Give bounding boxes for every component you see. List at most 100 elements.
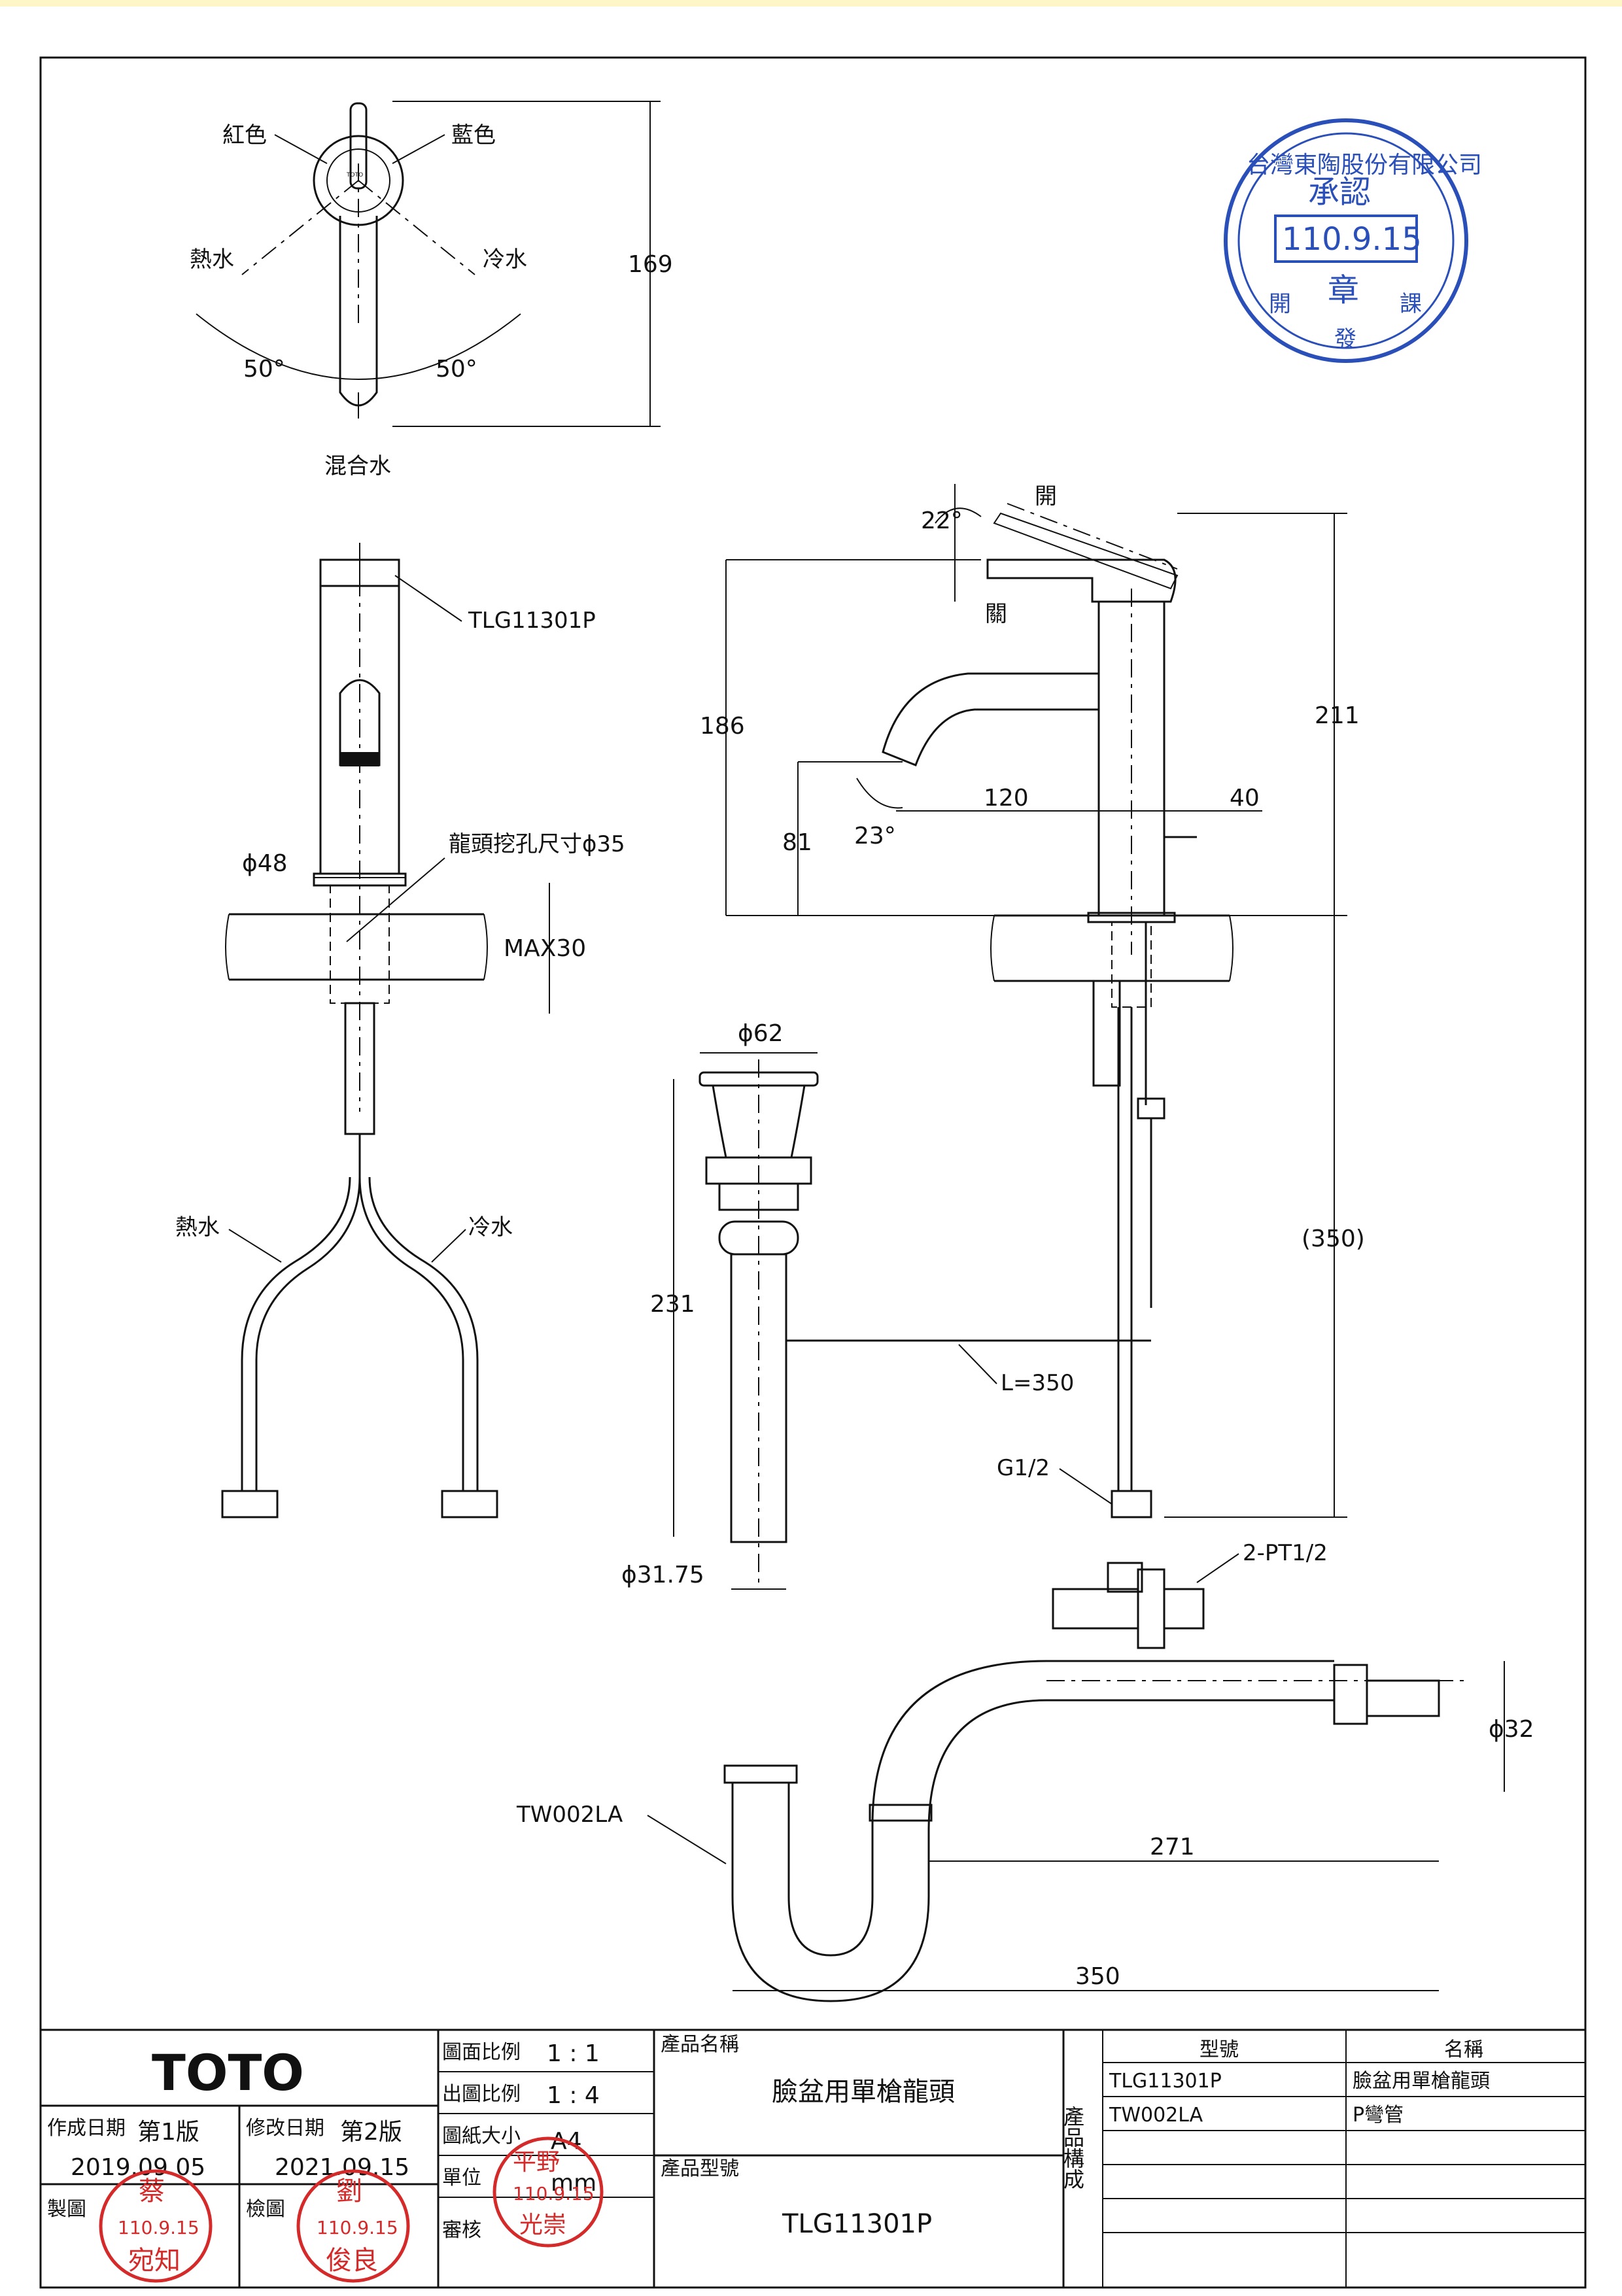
stamp-dept-left: 開 [1269, 291, 1291, 317]
checked-label: 檢圖 [246, 2198, 285, 2221]
blue-label: 藍色 [451, 122, 496, 148]
component-name-2: P彎管 [1353, 2104, 1404, 2127]
cold-hose-inner [358, 1176, 464, 1491]
scale-value: 1 : 1 [547, 2040, 600, 2067]
aerator-opening [339, 679, 381, 766]
angle-left-label: 50° [243, 356, 285, 383]
side-break-right [1229, 915, 1234, 982]
trap-outer [731, 1699, 1334, 2002]
counter-break-right [483, 914, 488, 980]
trap-leader [647, 1815, 727, 1864]
height-211-label: 211 [1315, 702, 1360, 729]
trap-model-label: TW002LA [516, 1802, 623, 1828]
p-trap-view: ϕ32 271 350 TW002LA [516, 1660, 1534, 2002]
connection-leader [1059, 1468, 1113, 1505]
cable-length-label: L=350 [1001, 1370, 1074, 1396]
scan-edge [0, 0, 1622, 7]
model-leader [394, 575, 462, 622]
reviewer-label: 審核 [442, 2219, 481, 2242]
max-thickness-label: MAX30 [504, 935, 586, 962]
scale-label: 圖面比例 [442, 2041, 521, 2064]
blue-leader [392, 134, 445, 164]
trap-inlet-nut [723, 1764, 798, 1784]
pipe-diameter-label: ϕ31.75 [621, 1562, 704, 1588]
trap-271-label: 271 [1150, 1834, 1195, 1860]
lever-angle-label: 22° [921, 507, 963, 534]
approval-stamp: 台灣東陶股份有限公司 承認 110.9.15 章 開 發 課 [1224, 118, 1482, 363]
reach-120-label: 120 [984, 785, 1029, 812]
stamp-ring-text: 台灣東陶股份有限公司 [1247, 152, 1482, 179]
version1: 第1版 [137, 2119, 199, 2146]
created-label: 作成日期 [47, 2117, 126, 2140]
checked-stamp-top: 劉 [336, 2176, 362, 2206]
version2: 第2版 [340, 2119, 402, 2146]
stamp-dept-bottom: 發 [1334, 326, 1356, 352]
trap-inner [787, 1660, 1334, 1957]
hot-hose-label: 熱水 [175, 1214, 220, 1241]
drain-height-label: 231 [650, 1291, 695, 1318]
lever-open [993, 512, 1179, 590]
side-break-left [990, 915, 995, 982]
drawn-label: 製圖 [47, 2198, 86, 2221]
name-header: 名稱 [1444, 2038, 1483, 2061]
side-stem [1092, 980, 1121, 1087]
front-view: 熱水 冷水 TLG11301P ϕ48 龍頭挖孔尺寸ϕ35 MAX30 [175, 543, 625, 1518]
stamp-outer-ring [1224, 118, 1468, 363]
stop-valve-thread [1163, 1588, 1205, 1630]
print-scale-value: 1 : 4 [547, 2082, 600, 2109]
product-model-label: 產品型號 [661, 2157, 739, 2180]
spout-side [882, 672, 1099, 766]
composition-label: 產品構成 [1060, 2106, 1085, 2189]
review-stamp [492, 2136, 604, 2248]
stamp-seal: 章 [1328, 272, 1359, 309]
red-leader [274, 134, 328, 164]
threaded-shank [344, 1002, 375, 1135]
checked-stamp-date: 110.9.15 [317, 2217, 398, 2238]
close-label: 關 [985, 601, 1007, 627]
rotation-arc [196, 313, 521, 380]
drawn-stamp-top: 蔡 [139, 2176, 165, 2206]
angle-right-label: 50° [436, 356, 477, 383]
top-view: 紅色 藍色 熱水 冷水 50° 50° 混合水 TOTO 169 [190, 101, 673, 479]
trap-outlet-thread [1366, 1679, 1440, 1717]
cold-rotation-line [358, 180, 475, 275]
component-name-1: 臉盆用單槍龍頭 [1353, 2070, 1490, 2093]
hot-hose-outer [241, 1176, 351, 1491]
spout-angle-arc [856, 778, 903, 809]
print-scale-label: 出圖比例 [442, 2083, 521, 2106]
trap-outlet-label: ϕ32 [1489, 1716, 1534, 1743]
modified-date: 2021.09.15 [275, 2154, 409, 2181]
spout-angle-label: 23° [854, 823, 896, 849]
trap-slip-nut [869, 1804, 933, 1822]
component-model-1: TLG11301P [1109, 2070, 1222, 2093]
unit-label: 單位 [442, 2167, 481, 2189]
drain-view: ϕ62 231 ϕ31.75 L=350 [621, 1020, 1151, 1590]
stop-valve-body [1052, 1588, 1139, 1630]
hot-hose-nut [221, 1490, 279, 1518]
hot-rotation-line [241, 180, 359, 275]
cold-hose-outer [368, 1176, 479, 1491]
brand-logo: TOTO [152, 2044, 304, 2102]
product-name-label: 產品名稱 [661, 2033, 739, 2056]
hot-label: 熱水 [190, 247, 234, 273]
checked-stamp-bottom: 俊良 [326, 2246, 378, 2276]
stop-valve-top [1107, 1562, 1143, 1593]
red-label: 紅色 [222, 122, 267, 148]
paper-label: 圖紙大小 [442, 2125, 521, 2148]
lever-angle-arc [935, 507, 982, 524]
trap-outlet-flange [1333, 1664, 1368, 1725]
front-model-label: TLG11301P [468, 608, 596, 634]
title-block: TOTO 作成日期 第1版 2019.09.05 修改日期 第2版 2021.0… [39, 2029, 1587, 2289]
hot-hose-leader [228, 1229, 282, 1263]
review-stamp-top: 平野 [513, 2149, 560, 2176]
checked-stamp [296, 2169, 410, 2283]
review-stamp-date: 110.9.15 [513, 2183, 595, 2204]
cold-hose-label: 冷水 [468, 1214, 513, 1241]
side-hose-nut [1111, 1490, 1152, 1518]
model-header: 型號 [1199, 2038, 1239, 2061]
drawn-stamp-bottom: 宛知 [128, 2246, 181, 2276]
height-186-label: 186 [700, 713, 745, 740]
product-name: 臉盆用單槍龍頭 [772, 2077, 955, 2107]
